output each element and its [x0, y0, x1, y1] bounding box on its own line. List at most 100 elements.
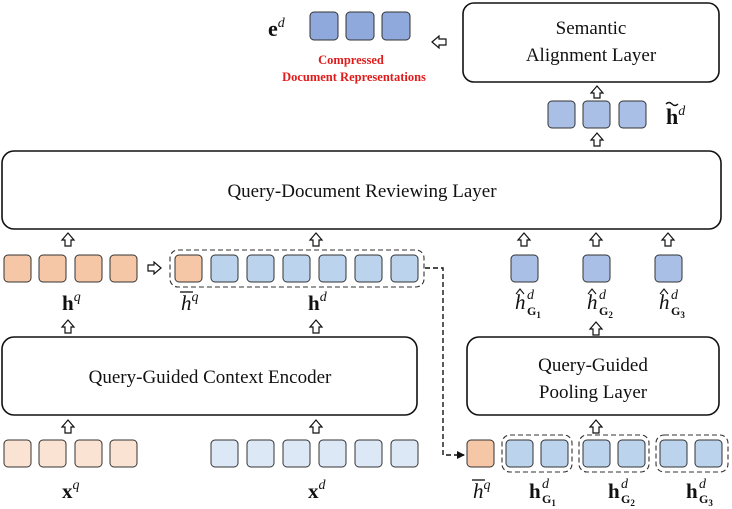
query-input-token [3, 439, 32, 468]
semantic-alignment-label-line2: Alignment Layer [526, 45, 657, 66]
doc-input-token [318, 439, 347, 468]
group-g3-token [659, 439, 688, 468]
query-input-token-row [3, 439, 138, 468]
pooling-label-line2: Pooling Layer [539, 382, 648, 403]
hollow-arrow-up-icon [60, 319, 76, 334]
h-hat-g2-symbol: h d G2 [587, 288, 613, 320]
svg-text:h: h [515, 290, 526, 314]
pooled-group-token-row [510, 254, 683, 283]
h-g2-symbol: h d G2 [608, 477, 635, 508]
context-encoder-label: Query-Guided Context Encoder [89, 367, 332, 388]
group-g2-token [582, 439, 611, 468]
svg-text:h: h [686, 479, 698, 503]
hollow-arrow-up-icon [660, 232, 676, 247]
svg-text:G1: G1 [542, 492, 556, 508]
pooled-group-token [654, 254, 683, 283]
aligned-token [618, 100, 647, 129]
pooling-layer-box [466, 336, 720, 416]
hollow-arrow-up-icon [308, 319, 324, 334]
h-d-symbol: hd [308, 290, 328, 315]
hollow-arrow-up-icon [60, 232, 76, 247]
aligned-token [547, 100, 576, 129]
svg-text:G2: G2 [621, 492, 635, 508]
query-hidden-token-row [3, 254, 138, 283]
svg-text:hd: hd [666, 104, 686, 129]
compressed-token [345, 11, 375, 41]
hollow-arrow-up-icon [588, 419, 604, 434]
hollow-arrow-up-icon [589, 85, 605, 99]
svg-text:d: d [699, 477, 707, 492]
pooling-query-token [466, 439, 495, 468]
h-g1-symbol: h d G1 [529, 477, 556, 508]
doc-input-token [246, 439, 275, 468]
svg-text:hq: hq [181, 290, 199, 315]
group-g2-box [578, 434, 650, 473]
pooled-group-token [510, 254, 539, 283]
query-input-token [74, 439, 103, 468]
reviewing-layer-label: Query-Document Reviewing Layer [227, 181, 497, 202]
x-d-symbol: xd [308, 478, 327, 503]
aligned-token-row [547, 100, 647, 129]
doc-input-token [354, 439, 383, 468]
review-input-group [169, 249, 425, 288]
group-g1-box [501, 434, 573, 473]
compressed-token [309, 11, 339, 41]
x-q-symbol: xq [62, 478, 80, 503]
query-hidden-token [109, 254, 138, 283]
hollow-arrow-up-icon [588, 232, 604, 247]
hollow-arrow-right-icon [147, 260, 162, 276]
svg-text:G1: G1 [527, 304, 541, 320]
h-bar-q-mid-symbol: hq [180, 290, 199, 315]
h-q-symbol: hq [62, 290, 81, 315]
hollow-arrow-left-icon [431, 34, 447, 50]
compressed-note-line2: Document Representations [282, 70, 426, 84]
group-g3-box [655, 434, 729, 473]
compressed-note-line1: Compressed [318, 53, 384, 67]
svg-text:d: d [527, 288, 535, 303]
hollow-arrow-up-icon [516, 232, 532, 247]
pooled-group-token [582, 254, 611, 283]
group-g1-token [505, 439, 534, 468]
h-tilde-d-symbol: hd [665, 101, 686, 129]
group-g3-token [694, 439, 723, 468]
hollow-arrow-up-icon [589, 132, 605, 147]
svg-text:hq: hq [473, 478, 491, 503]
compressed-token [381, 11, 411, 41]
hollow-arrow-up-icon [308, 419, 324, 434]
svg-text:d: d [599, 288, 607, 303]
svg-text:d: d [671, 288, 679, 303]
dashed-connector [425, 267, 465, 459]
query-pooled-token [174, 254, 203, 283]
pooling-label-line1: Query-Guided [538, 355, 648, 376]
svg-text:h: h [608, 479, 620, 503]
svg-text:h: h [587, 290, 598, 314]
svg-text:h: h [659, 290, 670, 314]
hollow-arrow-up-icon [308, 232, 324, 247]
doc-hidden-token [282, 254, 311, 283]
svg-text:d: d [621, 477, 629, 492]
doc-hidden-token [318, 254, 347, 283]
doc-input-token [210, 439, 239, 468]
doc-input-token [282, 439, 311, 468]
reviewing-layer-box [1, 150, 722, 230]
aligned-token [582, 100, 611, 129]
h-hat-g1-symbol: h d G1 [515, 288, 541, 320]
group-g1-token [540, 439, 569, 468]
h-g3-symbol: h d G3 [686, 477, 713, 508]
doc-hidden-token-row [210, 254, 419, 283]
query-hidden-token [38, 254, 67, 283]
doc-input-token [390, 439, 419, 468]
compressed-token-row [309, 11, 411, 41]
semantic-alignment-layer-box [462, 2, 720, 83]
query-hidden-token [74, 254, 103, 283]
svg-text:d: d [542, 477, 550, 492]
query-input-token [38, 439, 67, 468]
e-d-symbol: ed [268, 16, 286, 41]
hollow-arrow-up-icon [60, 419, 76, 434]
svg-text:G2: G2 [599, 304, 613, 320]
h-bar-q-bottom-symbol: hq [472, 478, 491, 503]
doc-input-token-row [210, 439, 419, 468]
doc-hidden-token [354, 254, 383, 283]
group-g2-token [617, 439, 646, 468]
